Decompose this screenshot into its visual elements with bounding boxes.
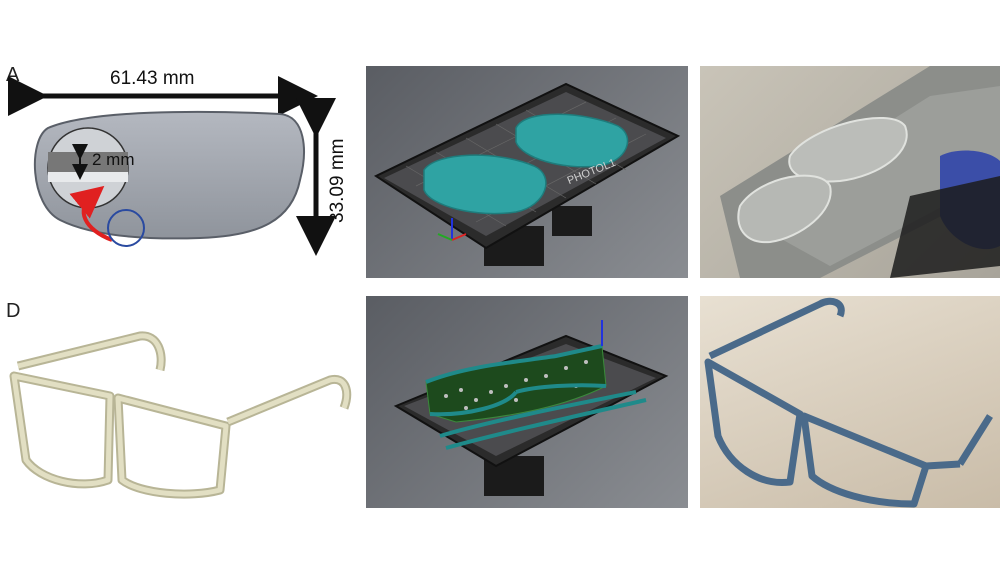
panel-label-d: D — [6, 300, 21, 322]
frame-arm-teal-2 — [445, 398, 647, 450]
glasses-lens-left — [704, 358, 804, 486]
frame-arm-teal-1 — [439, 390, 637, 438]
height-dimension-text: 33.09 mm — [327, 138, 348, 223]
glasses-arm-right — [957, 414, 993, 466]
panel-c-printed-lenses-photo — [700, 66, 1000, 278]
panel-b-slicer-lenses: PHOTOL1 — [366, 66, 688, 278]
frame-arm-left — [16, 331, 166, 372]
printed-lens-bottom — [737, 174, 832, 244]
panel-d-glasses-cad — [0, 330, 360, 510]
red-arrow — [69, 185, 113, 242]
edge-highlight-circle — [107, 209, 145, 247]
panel-f-printed-glasses-photo — [700, 296, 1000, 508]
teal-lens-left — [423, 154, 547, 215]
inset-dimension-text: 2 mm — [92, 150, 135, 169]
glasses-arm-left — [708, 297, 845, 360]
teal-lens-right — [515, 113, 629, 168]
panel-e-slicer-frame — [366, 296, 688, 508]
glasses-lens-right — [800, 412, 930, 508]
width-dimension-text: 61.43 mm — [110, 68, 195, 89]
frame-front-teal — [425, 344, 603, 384]
panel-a-lens-diagram: 61.43 mm 2 mm 33.09 mm — [0, 60, 360, 280]
